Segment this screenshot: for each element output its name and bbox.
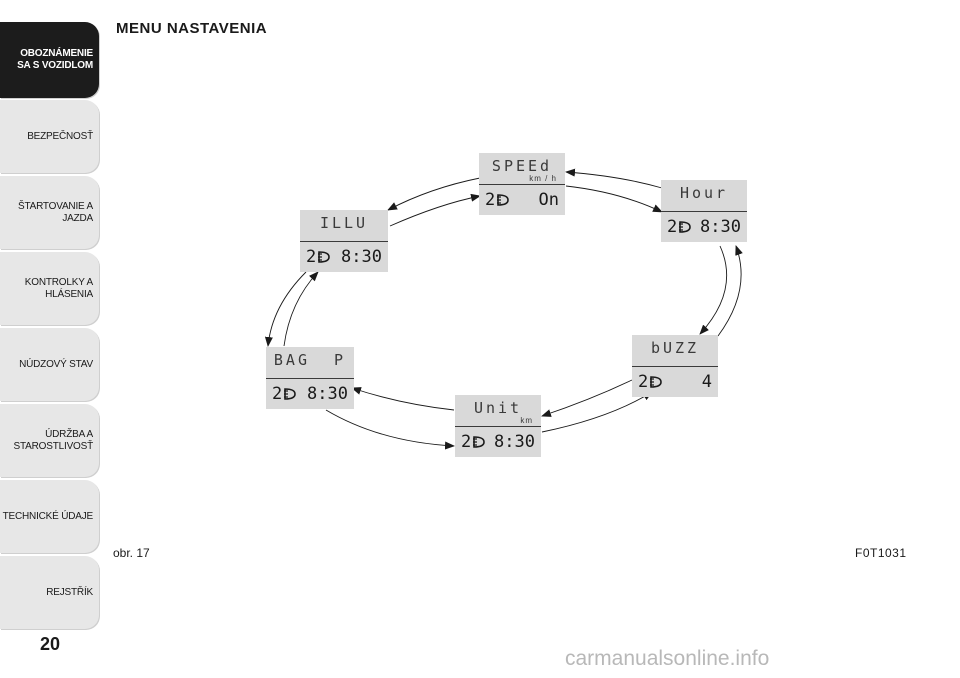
display-speed: SPEEd km / h 2 On (479, 153, 565, 215)
arrow-bag-to-unit (325, 409, 455, 450)
arrow-hour-to-buzz (699, 245, 728, 335)
tab-kontrolky[interactable]: KONTROLKY A HLÁSENIA (0, 252, 99, 325)
gear-indicator: 2 (306, 247, 331, 267)
tab-technicke-udaje[interactable]: TECHNICKÉ ÚDAJE (0, 480, 99, 553)
section-title: MENU NASTAVENIA (116, 20, 268, 37)
headlight-icon (679, 220, 692, 233)
display-label: ILLU (319, 214, 369, 232)
display-value: 4 (701, 371, 712, 392)
headlight-icon (318, 250, 331, 263)
figure-label: obr. 17 (113, 546, 150, 560)
gear-indicator: 2 (485, 190, 510, 210)
arrow-speed-to-hour (565, 185, 663, 213)
arrow-hour-to-speed (565, 168, 663, 189)
headlight-icon (473, 435, 486, 448)
display-value: 8:30 (494, 431, 535, 452)
arrow-unit-to-buzz (541, 391, 653, 433)
display-label: bUZZ (650, 339, 700, 357)
display-value: On (538, 189, 559, 210)
display-value: 8:30 (700, 216, 741, 237)
tab-nudzovy-stav[interactable]: NÚDZOVÝ STAV (0, 328, 99, 401)
gear-indicator: 2 (272, 384, 297, 404)
display-buzz: bUZZ 2 4 (632, 335, 718, 397)
display-illu: ILLU 2 8:30 (300, 210, 388, 272)
tab-oboznamenie[interactable]: OBOZNÁMENIE SA S VOZIDLOM (0, 22, 99, 98)
tab-udrzba[interactable]: ÚDRŽBA A STAROSTLIVOSŤ (0, 404, 99, 477)
display-hour: Hour 2 8:30 (661, 180, 747, 242)
display-bag-p: BAG P 2 8:30 (266, 347, 354, 409)
headlight-icon (284, 387, 297, 400)
headlight-icon (497, 193, 510, 206)
watermark: carmanualsonline.info (565, 647, 770, 670)
display-value: 8:30 (341, 246, 382, 267)
page-number: 20 (40, 634, 61, 654)
gear-indicator: 2 (638, 372, 663, 392)
gear-indicator: 2 (461, 432, 486, 452)
display-label: SPEEd (491, 157, 553, 175)
tab-startovanie[interactable]: ŠTARTOVANIE A JAZDA (0, 176, 99, 249)
arrow-bag-to-illu (283, 271, 319, 347)
arrow-speed-to-illu (387, 177, 481, 211)
arrow-buzz-to-hour (717, 245, 743, 337)
display-value: 8:30 (307, 383, 348, 404)
display-unit-setting: Unit km 2 8:30 (455, 395, 541, 457)
display-unit: km / h (529, 174, 557, 183)
tab-bezpecnost[interactable]: BEZPEČNOSŤ (0, 100, 99, 173)
arrow-buzz-to-unit (541, 379, 633, 417)
display-label: Hour (679, 184, 729, 202)
gear-indicator: 2 (667, 217, 692, 237)
arrow-illu-to-speed (389, 193, 481, 227)
arrow-illu-to-bag (264, 271, 307, 347)
figure-code: F0T1031 (855, 546, 907, 560)
display-label: BAG P (273, 351, 347, 369)
headlight-icon (650, 375, 663, 388)
arrow-unit-to-bag (351, 387, 455, 411)
display-label: Unit (473, 399, 523, 417)
tab-rejstrik[interactable]: REJSTŘÍK (0, 556, 99, 629)
display-unit: km (520, 416, 533, 425)
